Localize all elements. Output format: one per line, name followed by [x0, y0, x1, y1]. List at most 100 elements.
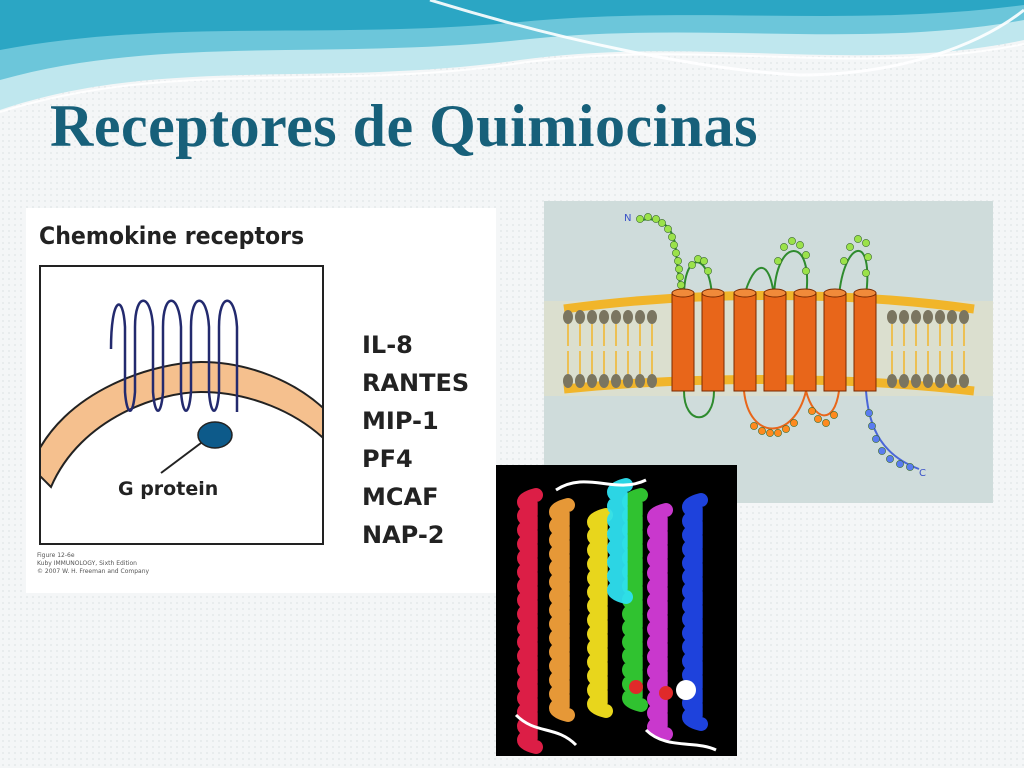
residue-bead: [674, 257, 682, 265]
n-terminus-label: N: [624, 213, 631, 224]
ligand-item: IL-8: [362, 331, 413, 359]
lipid-head: [563, 310, 573, 324]
helix-cap: [733, 288, 757, 298]
alpha-helix-ribbon: [647, 503, 673, 741]
lipid-head: [623, 310, 633, 324]
helix-cap: [671, 288, 695, 298]
figure-caption: Figure 12-6e Kuby IMMUNOLOGY, Sixth Edit…: [37, 552, 149, 576]
residue-bead: [864, 253, 872, 261]
residue-bead: [865, 409, 873, 417]
slide-title: Receptores de Quimiocinas: [50, 93, 758, 159]
figure-heading: Chemokine receptors: [39, 222, 305, 250]
ligand-item: RANTES: [362, 369, 470, 397]
residue-bead: [704, 267, 712, 275]
helix-cylinder: [853, 292, 877, 392]
lipid-head: [935, 374, 945, 388]
g-protein-label: G protein: [118, 478, 219, 500]
receptor-topology-figure: N C: [544, 201, 993, 503]
lipid-head: [623, 374, 633, 388]
n-terminal-tail: [638, 218, 683, 297]
caption-line: © 2007 W. H. Freeman and Company: [37, 568, 150, 575]
residue-bead: [886, 455, 894, 463]
residue-bead: [814, 415, 822, 423]
g-protein-icon: [197, 421, 233, 449]
lipid-head: [647, 374, 657, 388]
lipid-heads: [563, 310, 969, 388]
ligand-atom: [629, 680, 643, 694]
residue-bead: [636, 215, 644, 223]
lipid-head: [587, 310, 597, 324]
alpha-helix-ribbon: [607, 478, 633, 604]
intracellular-loop-2: [743, 390, 807, 430]
residue-bead: [872, 435, 880, 443]
lipid-head: [947, 310, 957, 324]
cell-membrane: [41, 360, 322, 489]
lipid-head: [959, 374, 969, 388]
lipid-head: [899, 374, 909, 388]
extracellular-loop-4: [838, 249, 869, 297]
lipid-head: [563, 374, 573, 388]
intracellular-loop-3: [805, 390, 840, 417]
residue-bead: [896, 460, 904, 468]
coil-loop: [514, 478, 717, 752]
caption-line: Figure 12-6e: [37, 552, 75, 559]
lipid-head: [923, 374, 933, 388]
alpha-helix-ribbon: [517, 488, 543, 754]
ligand-item: MIP-1: [362, 407, 439, 435]
ligand-item: NAP-2: [362, 521, 445, 549]
ligand-atom: [659, 686, 673, 700]
lipid-head: [611, 374, 621, 388]
lipid-head: [911, 374, 921, 388]
membrane-diagram: [41, 299, 322, 489]
residue-bead: [808, 407, 816, 415]
ligand-item: PF4: [362, 445, 413, 473]
c-terminus-label: C: [919, 468, 926, 479]
residue-bead: [788, 237, 796, 245]
lipid-head: [935, 310, 945, 324]
residue-bead: [677, 281, 685, 289]
residue-bead: [774, 429, 782, 437]
lipid-head: [923, 310, 933, 324]
residue-bead: [658, 219, 666, 227]
residue-bead: [790, 419, 798, 427]
helix-cylinder: [671, 292, 695, 392]
residue-bead: [846, 243, 854, 251]
ligand-item: MCAF: [362, 483, 439, 511]
schematic-frame: G protein: [39, 265, 324, 545]
ligand-atom: [676, 680, 696, 700]
residue-bead: [782, 425, 790, 433]
g-protein-pointer: [160, 442, 202, 474]
residue-bead: [644, 213, 652, 221]
residue-bead: [830, 411, 838, 419]
residue-bead: [676, 273, 684, 281]
helix-cap: [793, 288, 817, 298]
residue-bead: [780, 243, 788, 251]
residue-bead: [854, 235, 862, 243]
header-wave-decoration: [0, 0, 1024, 113]
lipid-head: [635, 310, 645, 324]
residue-bead: [664, 225, 672, 233]
receptor-3d-ribbon-structure: [496, 465, 737, 756]
helix-cylinder: [763, 292, 787, 392]
lipid-head: [887, 374, 897, 388]
residue-bead: [670, 241, 678, 249]
lipid-head: [599, 310, 609, 324]
caption-line: Kuby IMMUNOLOGY, Sixth Edition: [37, 560, 137, 567]
residue-bead: [672, 249, 680, 257]
residue-bead: [758, 427, 766, 435]
residue-bead: [802, 267, 810, 275]
helix-cap: [853, 288, 877, 298]
lipid-head: [575, 310, 585, 324]
residue-bead: [862, 269, 870, 277]
residue-bead: [868, 422, 876, 430]
seven-transmembrane-receptor: [109, 299, 239, 412]
helix-cylinder: [823, 292, 847, 392]
transmembrane-helices: [671, 288, 877, 392]
lipid-head: [887, 310, 897, 324]
extracellular-loop-3: [773, 250, 809, 297]
residue-bead: [700, 257, 708, 265]
residue-bead: [688, 261, 696, 269]
lipid-head: [575, 374, 585, 388]
helix-cap: [763, 288, 787, 298]
lipid-head: [587, 374, 597, 388]
